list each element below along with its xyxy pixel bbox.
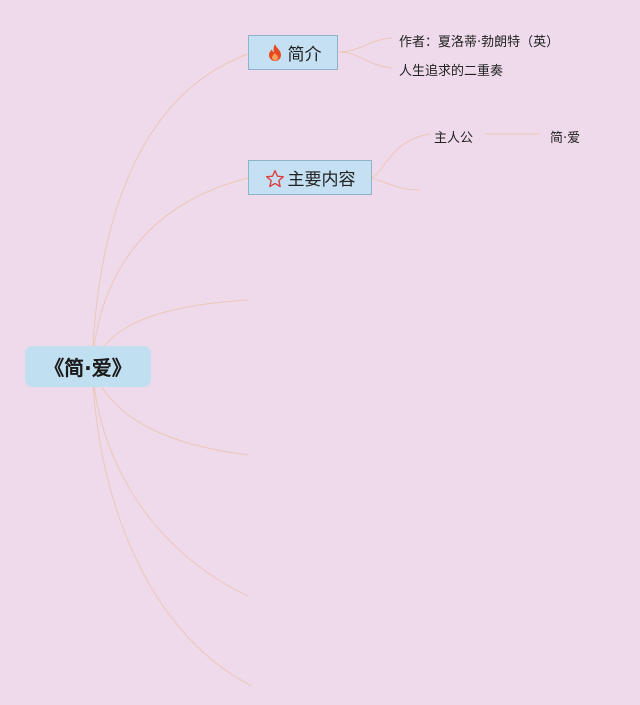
leaf-protagonist-name[interactable]: 简·爱 [550,131,581,146]
root-node[interactable]: 《简·爱》 [25,346,151,387]
branch-line [371,133,431,179]
leaf-protagonist[interactable]: 主人公 [434,131,474,146]
branch-line [91,53,249,367]
branch-line [371,177,421,191]
branch-line [91,177,249,367]
topic-main-content-label: 主要内容 [287,170,356,190]
branch-line [91,365,253,687]
flame-icon [265,43,285,63]
topic-intro[interactable]: 简介 [248,35,338,70]
leaf-theme[interactable]: 人生追求的二重奏 [399,64,504,79]
star-icon [265,168,285,188]
branch-line [337,37,393,53]
topic-main-content[interactable]: 主要内容 [248,160,372,195]
branch-line [337,51,393,69]
root-label: 《简·爱》 [44,356,132,380]
topic-intro-label: 简介 [287,45,322,65]
branch-line [91,365,249,597]
leaf-author[interactable]: 作者：夏洛蒂·勃朗特（英） [399,35,560,50]
